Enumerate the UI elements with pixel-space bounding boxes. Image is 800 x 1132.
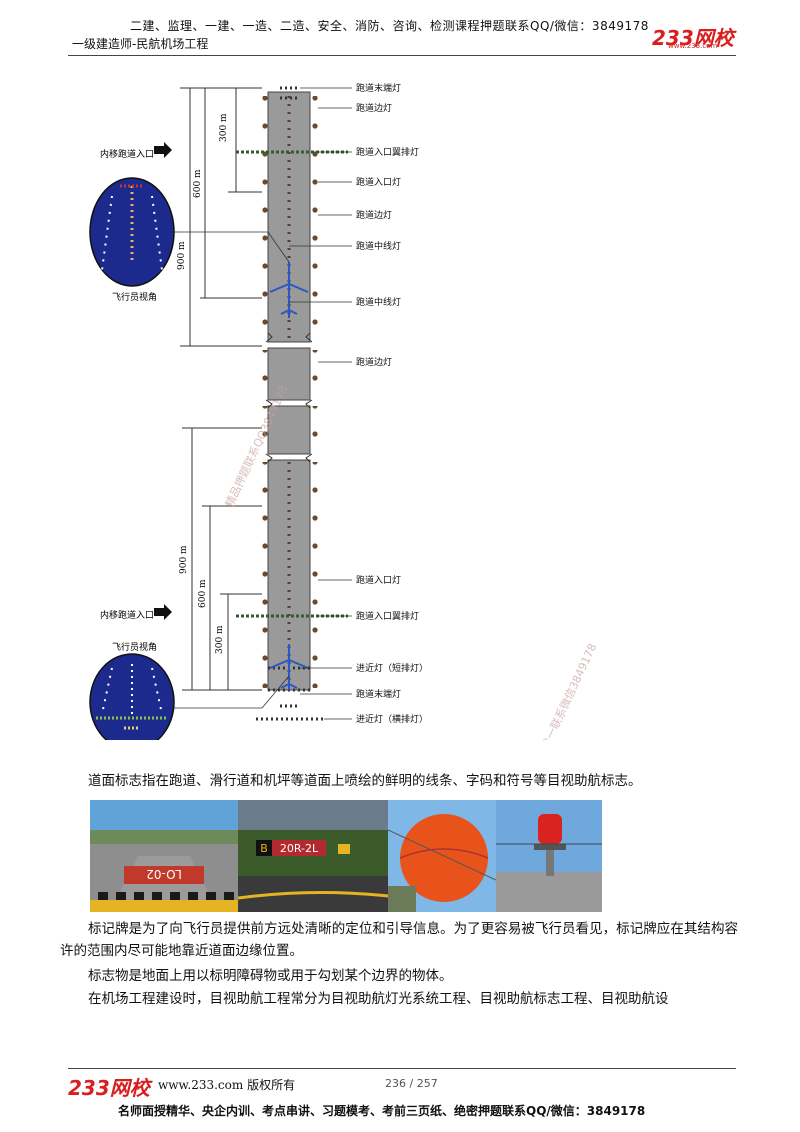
label-approach-cross: 进近灯（横排灯） xyxy=(356,713,428,725)
dim-top-900: 900 m xyxy=(177,241,187,270)
runway-edge-lights xyxy=(258,96,320,688)
paragraph-pavement-markings: 道面标志指在跑道、滑行道和机坪等道面上喷绘的鲜明的线条、字码和符号等目视助航标志… xyxy=(88,773,642,789)
dim-top-300: 300 m xyxy=(219,113,229,142)
label-centerline-2: 跑道中线灯 xyxy=(356,296,401,308)
photo-strip: LO-02 B 20R-2L xyxy=(90,800,602,912)
label-approach-short: 进近灯（短排灯） xyxy=(356,662,428,674)
header-logo: 233网校 xyxy=(652,26,734,50)
footer-copyright: www.233.com 版权所有 xyxy=(158,1078,296,1092)
arrow-right-icon xyxy=(154,142,172,158)
airplane-icon xyxy=(269,262,309,318)
footer-promo: 名师面授精华、央企内训、考点串讲、习题模考、考前三页纸、绝密押题联系QQ/微信：… xyxy=(118,1104,646,1118)
label-threshold-wingbar-bottom: 跑道入口翼排灯 xyxy=(356,610,419,622)
photo-runway-text: LO-02 xyxy=(146,867,182,881)
pilot-view-top xyxy=(89,177,290,287)
page-number: 236 / 257 xyxy=(385,1077,438,1090)
label-threshold-lights-bottom: 跑道入口灯 xyxy=(356,574,401,586)
photo-obstruction-light xyxy=(496,800,602,912)
label-pilot-view-bottom: 飞行员视角 xyxy=(112,641,157,653)
photo-marker-ball xyxy=(388,800,496,912)
label-leaders xyxy=(289,87,352,720)
photo-sign-letter: B xyxy=(260,842,268,855)
label-edge-light-2: 跑道边灯 xyxy=(356,209,392,221)
header-subject: 一级建造师-民航机场工程 xyxy=(72,37,209,51)
dimension-lines-top xyxy=(180,87,262,347)
label-centerline-1: 跑道中线灯 xyxy=(356,240,401,252)
dim-bottom-900: 900 m xyxy=(179,545,189,574)
runway-end-lights-top xyxy=(280,86,300,100)
label-edge-light-1: 跑道边灯 xyxy=(356,102,392,114)
footer-logo: 233网校 xyxy=(68,1076,150,1100)
label-edge-light-3: 跑道边灯 xyxy=(356,356,392,368)
pilot-view-bottom xyxy=(89,653,290,740)
photo-runway-marking: LO-02 xyxy=(90,800,238,912)
footer-divider xyxy=(68,1068,736,1069)
photo-taxiway-sign: B 20R-2L xyxy=(238,800,388,912)
dim-bottom-300: 300 m xyxy=(215,625,225,654)
header-logo-url: www.233.com xyxy=(668,42,718,50)
threshold-wingbar-lights xyxy=(236,150,348,618)
paragraph-signs: 标记牌是为了向飞行员提供前方远处清晰的定位和引导信息。为了更容易被飞行员看见，标… xyxy=(60,921,738,959)
label-end-lights-bottom: 跑道末端灯 xyxy=(356,688,401,700)
arrow-right-icon xyxy=(154,604,172,620)
label-pilot-view-top: 飞行员视角 xyxy=(112,291,157,303)
watermark-wechat: 唯一联系微信3849178 xyxy=(538,641,599,740)
header-contact-line: 二建、监理、一建、一造、二造、安全、消防、咨询、检测课程押题联系QQ/微信：38… xyxy=(130,19,649,33)
paragraph-markers: 标志物是地面上用以标明障碍物或用于勾划某个边界的物体。 xyxy=(88,968,453,984)
label-displaced-threshold-bottom: 内移跑道入口 xyxy=(100,609,154,621)
photo-sign-text: 20R-2L xyxy=(280,842,319,855)
label-threshold-lights-top: 跑道入口灯 xyxy=(356,176,401,188)
paragraph-visual-aids: 在机场工程建设时，目视助航工程常分为目视助航灯光系统工程、目视助航标志工程、目视… xyxy=(88,991,669,1007)
label-displaced-threshold-top: 内移跑道入口 xyxy=(100,148,154,160)
dim-top-600: 600 m xyxy=(193,169,203,198)
label-end-lights-top: 跑道末端灯 xyxy=(356,82,401,94)
dim-bottom-600: 600 m xyxy=(198,579,208,608)
dimension-lines-bottom xyxy=(182,427,262,691)
runway-lighting-diagram: 300 m 600 m 900 m 900 m 600 m 300 m 跑道末端… xyxy=(89,82,599,740)
airplane-icon xyxy=(269,644,309,690)
header-divider xyxy=(68,55,736,56)
label-threshold-wingbar-top: 跑道入口翼排灯 xyxy=(356,146,419,158)
